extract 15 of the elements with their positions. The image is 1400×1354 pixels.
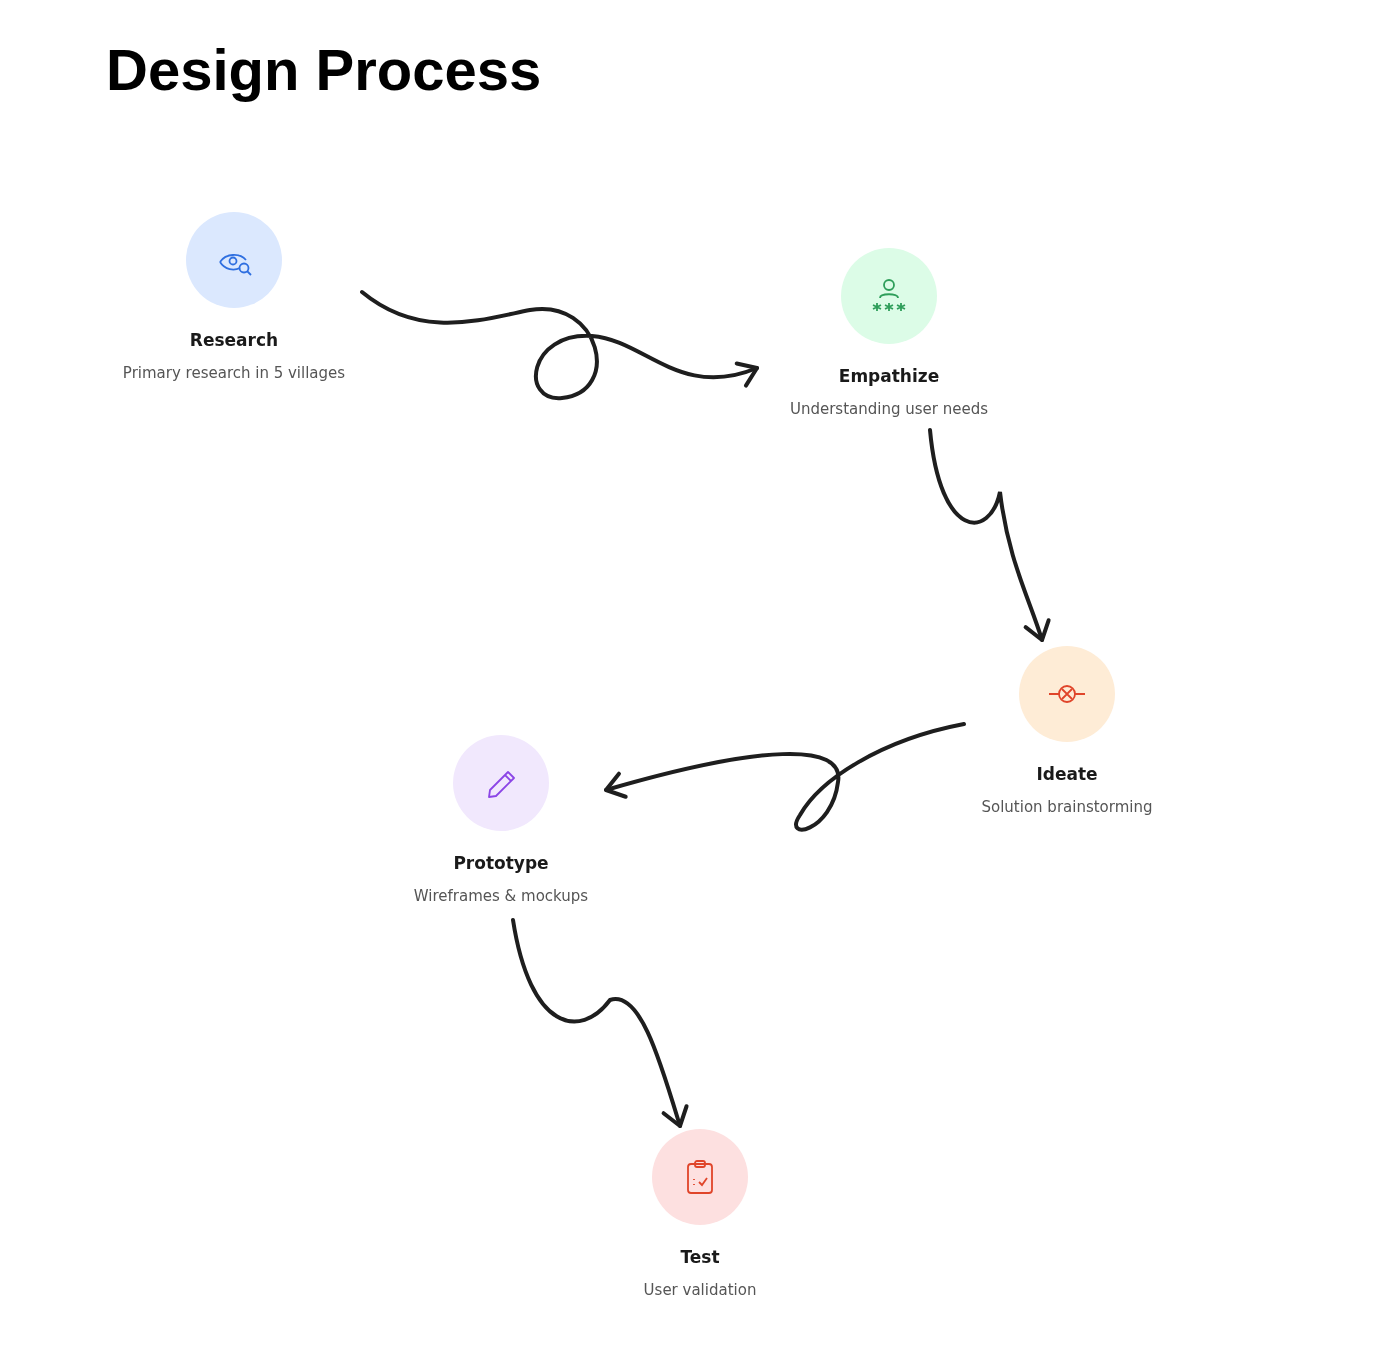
step-description: Primary research in 5 villages (122, 364, 346, 382)
arrow (511, 918, 689, 1128)
arrow (604, 722, 966, 832)
step-title: Test (680, 1247, 720, 1267)
step-description: Wireframes & mockups (413, 887, 589, 905)
arrow (360, 290, 759, 400)
step-title: Prototype (453, 853, 549, 873)
step-title: Empathize (838, 366, 940, 386)
step-title: Research (189, 330, 279, 350)
step-description: Solution brainstorming (981, 798, 1153, 816)
step-title: Ideate (1036, 764, 1098, 784)
arrow (928, 428, 1051, 642)
step-description: User validation (643, 1281, 757, 1299)
step-description: Understanding user needs (789, 400, 989, 418)
diagram-title: Design Process (106, 36, 542, 103)
